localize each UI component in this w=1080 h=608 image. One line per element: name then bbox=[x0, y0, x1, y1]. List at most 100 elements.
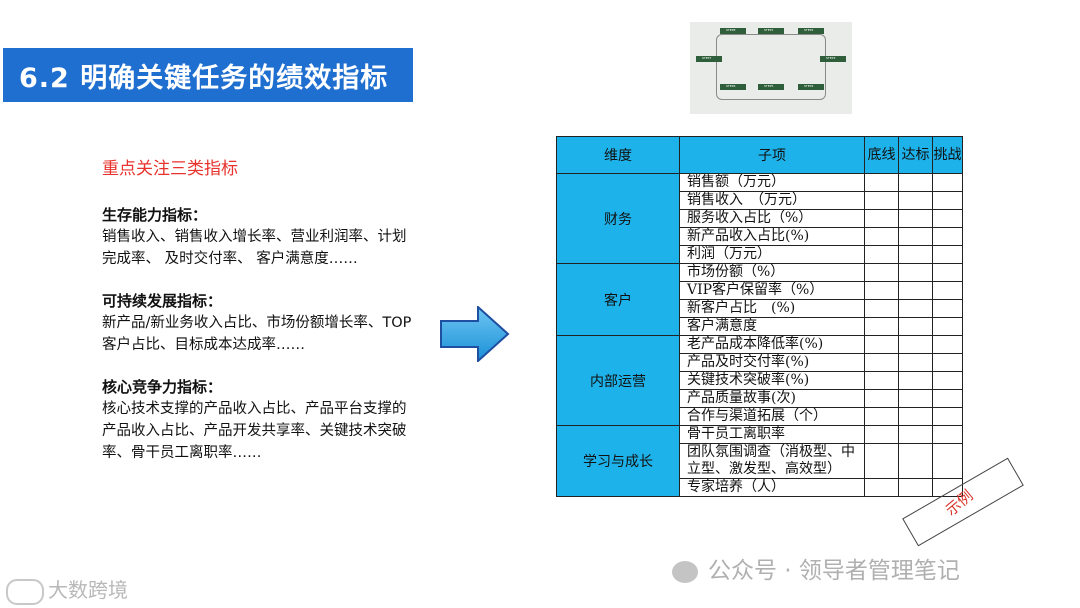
baseline-cell[interactable] bbox=[864, 407, 899, 426]
table-row: 客户 市场份额（%） bbox=[556, 263, 963, 336]
table-row: VIP客户保留率（%） bbox=[557, 281, 963, 300]
dimension-finance: 财务 bbox=[556, 173, 680, 264]
metrics-table: 维度 子项 底线 达标 挑战 财务 销售额（万元） 销售收入 （万元） 服务收入… bbox=[556, 136, 963, 497]
step-label: STEP3 bbox=[826, 56, 836, 60]
baseline-cell[interactable] bbox=[864, 371, 899, 390]
challenge-cell[interactable] bbox=[932, 425, 963, 444]
baseline-cell[interactable] bbox=[864, 245, 899, 264]
subitem-cell: 销售额（万元） bbox=[679, 173, 865, 192]
table-row: 关键技术突破率(%) bbox=[557, 371, 963, 390]
challenge-cell[interactable] bbox=[932, 389, 963, 408]
subitem-cell: 市场份额（%） bbox=[679, 263, 865, 282]
subitem-cell: VIP客户保留率（%） bbox=[679, 281, 865, 300]
subitem-cell: 产品质量故事(次) bbox=[679, 389, 865, 408]
block-text: 销售收入、销售收入增长率、营业利润率、计划完成率、 及时交付率、 客户满意度…… bbox=[102, 229, 407, 267]
challenge-cell[interactable] bbox=[932, 317, 963, 336]
baseline-cell[interactable] bbox=[864, 425, 899, 444]
baseline-cell[interactable] bbox=[864, 478, 899, 497]
subitem-cell: 产品及时交付率(%) bbox=[679, 353, 865, 372]
indicator-block-survival: 生存能力指标： 销售收入、销售收入增长率、营业利润率、计划完成率、 及时交付率、… bbox=[102, 204, 412, 270]
table-header-row: 维度 子项 底线 达标 挑战 bbox=[556, 136, 963, 174]
steps-diagram: STEP8 STEP1 STEP2 STEP3 STEP4 STEP5 STEP… bbox=[690, 22, 852, 114]
target-cell[interactable] bbox=[898, 281, 933, 300]
challenge-cell[interactable] bbox=[932, 281, 963, 300]
baseline-cell[interactable] bbox=[864, 353, 899, 372]
challenge-cell[interactable] bbox=[932, 407, 963, 426]
challenge-cell[interactable] bbox=[932, 443, 963, 479]
subitem-cell: 新产品收入占比(%) bbox=[679, 227, 865, 246]
baseline-cell[interactable] bbox=[864, 389, 899, 408]
subitem-cell: 专家培养（人） bbox=[679, 478, 865, 497]
title-bar: 6.2 明确关键任务的绩效指标 bbox=[3, 48, 413, 102]
challenge-cell[interactable] bbox=[932, 263, 963, 282]
step-box bbox=[720, 28, 746, 34]
target-cell[interactable] bbox=[898, 443, 933, 479]
block-text: 新产品/新业务收入占比、市场份额增长率、TOP客户占比、目标成本达成率…… bbox=[102, 315, 412, 353]
baseline-cell[interactable] bbox=[864, 317, 899, 336]
target-cell[interactable] bbox=[898, 173, 933, 192]
step-box bbox=[798, 84, 824, 90]
target-cell[interactable] bbox=[898, 263, 933, 282]
baseline-cell[interactable] bbox=[864, 335, 899, 354]
step-label: STEP6 bbox=[726, 84, 736, 88]
header-subitem: 子项 bbox=[679, 136, 865, 174]
challenge-cell[interactable] bbox=[932, 209, 963, 228]
challenge-cell[interactable] bbox=[932, 371, 963, 390]
baseline-cell[interactable] bbox=[864, 281, 899, 300]
baseline-cell[interactable] bbox=[864, 173, 899, 192]
subitem-cell: 客户满意度 bbox=[679, 317, 865, 336]
target-cell[interactable] bbox=[898, 389, 933, 408]
target-cell[interactable] bbox=[898, 353, 933, 372]
target-cell[interactable] bbox=[898, 407, 933, 426]
step-box bbox=[720, 84, 746, 90]
target-cell[interactable] bbox=[898, 317, 933, 336]
target-cell[interactable] bbox=[898, 371, 933, 390]
wechat-watermark: 公众号 · 领导者管理笔记 bbox=[672, 551, 960, 585]
target-cell[interactable] bbox=[898, 209, 933, 228]
baseline-cell[interactable] bbox=[864, 191, 899, 210]
baseline-cell[interactable] bbox=[864, 443, 899, 479]
page-title: 6.2 明确关键任务的绩效指标 bbox=[19, 63, 389, 94]
header-target: 达标 bbox=[898, 136, 933, 174]
wechat-icon bbox=[672, 560, 698, 583]
baseline-cell[interactable] bbox=[864, 263, 899, 282]
dimension-internal-ops: 内部运营 bbox=[556, 335, 680, 426]
step-label: STEP4 bbox=[804, 84, 814, 88]
target-cell[interactable] bbox=[898, 191, 933, 210]
subitem-cell: 关键技术突破率(%) bbox=[679, 371, 865, 390]
indicator-list: 重点关注三类指标 生存能力指标： 销售收入、销售收入增长率、营业利润率、计划完成… bbox=[102, 158, 412, 484]
step-label: STEP2 bbox=[804, 28, 814, 32]
step-box bbox=[798, 28, 824, 34]
table-row: 专家培养（人） bbox=[557, 478, 963, 497]
logo-watermark: 大数跨境 bbox=[6, 574, 128, 605]
block-text: 核心技术支撑的产品收入占比、产品平台支撑的产品收入占比、产品开发共享率、关键技术… bbox=[102, 401, 407, 461]
header-dimension: 维度 bbox=[556, 136, 680, 174]
challenge-cell[interactable] bbox=[932, 245, 963, 264]
logo-text: 大数跨境 bbox=[48, 578, 128, 602]
table-row: 学习与成长 骨干员工离职率 bbox=[556, 425, 963, 497]
subitem-cell: 销售收入 （万元） bbox=[679, 191, 865, 210]
target-cell[interactable] bbox=[898, 227, 933, 246]
subitem-cell: 合作与渠道拓展（个） bbox=[679, 407, 865, 426]
target-cell[interactable] bbox=[898, 425, 933, 444]
target-cell[interactable] bbox=[898, 478, 933, 497]
challenge-cell[interactable] bbox=[932, 353, 963, 372]
baseline-cell[interactable] bbox=[864, 299, 899, 318]
indicator-block-sustainable: 可持续发展指标： 新产品/新业务收入占比、市场份额增长率、TOP客户占比、目标成… bbox=[102, 290, 412, 356]
watermark-text: 公众号 · 领导者管理笔记 bbox=[708, 558, 960, 584]
step-box bbox=[696, 56, 722, 62]
target-cell[interactable] bbox=[898, 299, 933, 318]
target-cell[interactable] bbox=[898, 245, 933, 264]
challenge-cell[interactable] bbox=[932, 191, 963, 210]
challenge-cell[interactable] bbox=[932, 335, 963, 354]
challenge-cell[interactable] bbox=[932, 227, 963, 246]
challenge-cell[interactable] bbox=[932, 299, 963, 318]
baseline-cell[interactable] bbox=[864, 209, 899, 228]
target-cell[interactable] bbox=[898, 335, 933, 354]
challenge-cell[interactable] bbox=[932, 173, 963, 192]
table-row: 财务 销售额（万元） bbox=[556, 173, 963, 264]
block-title: 可持续发展指标： bbox=[102, 292, 223, 310]
baseline-cell[interactable] bbox=[864, 227, 899, 246]
subitem-cell: 新客户占比 (%) bbox=[679, 299, 865, 318]
challenge-cell[interactable] bbox=[932, 478, 963, 497]
